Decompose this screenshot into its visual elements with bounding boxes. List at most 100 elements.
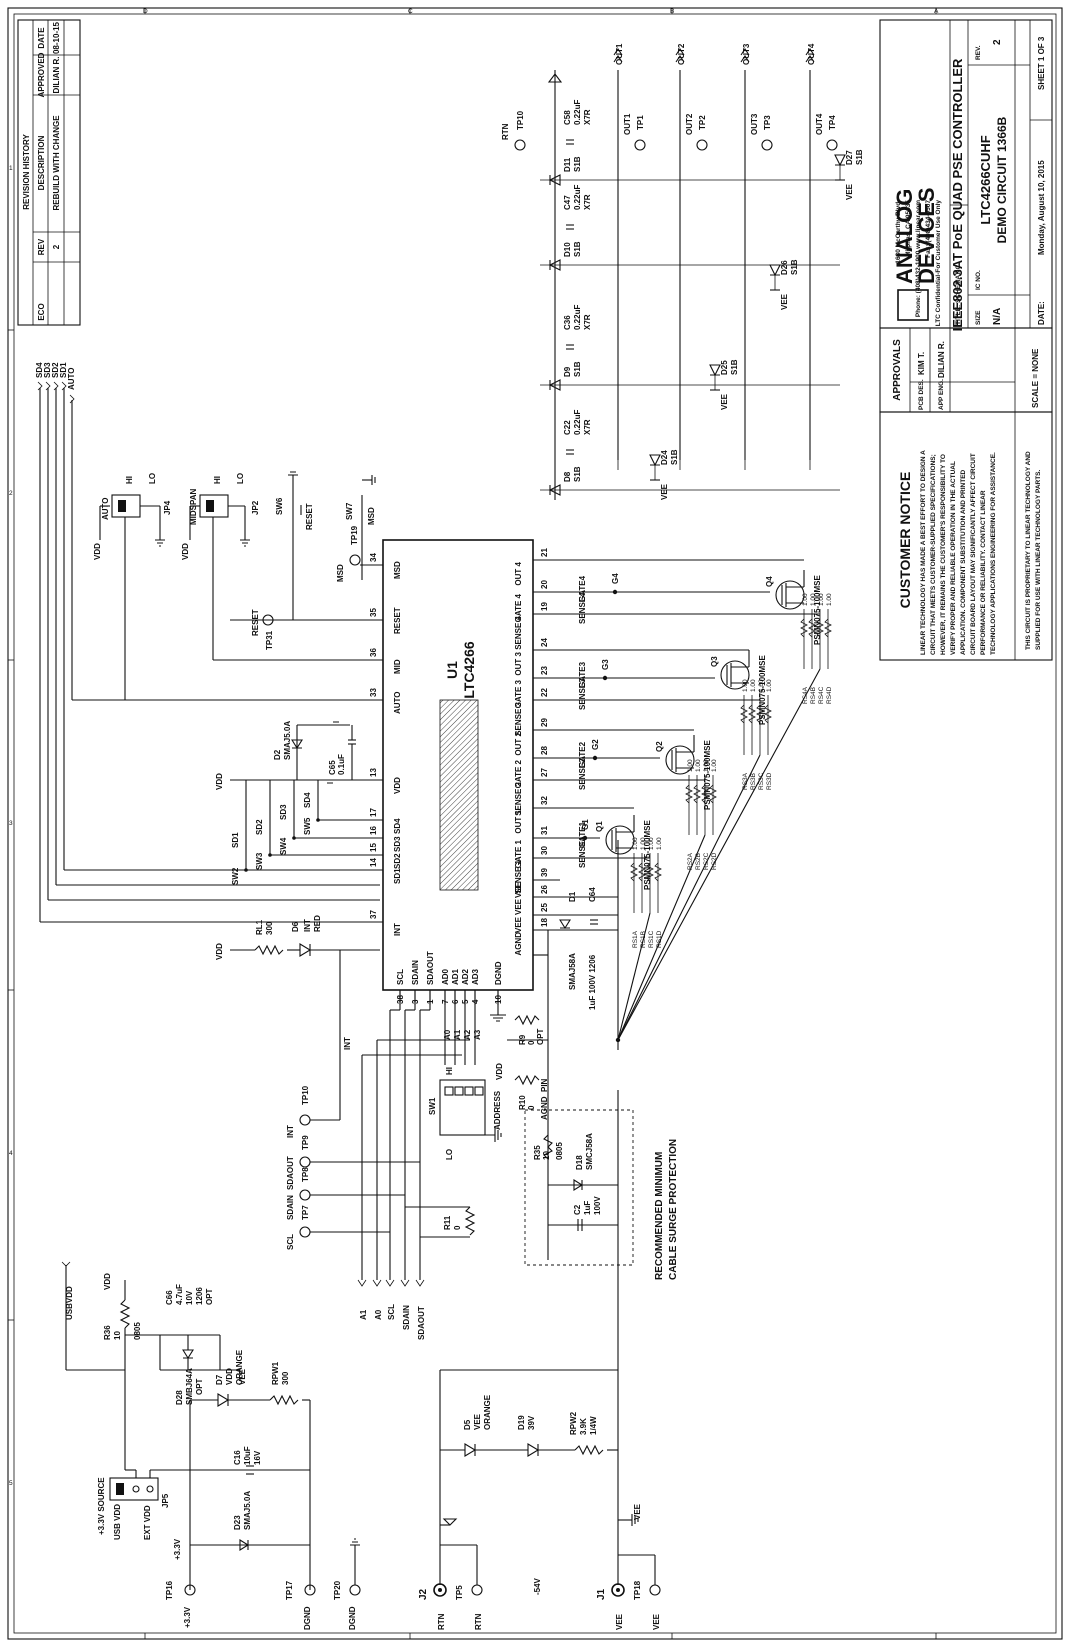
output-label: OUT3 (742, 43, 751, 65)
d2-ref: D2 (273, 749, 282, 760)
zone-mark: 2 (9, 490, 13, 497)
r36-vdd: VDD (103, 1273, 112, 1290)
title-label: TITLE: SCHEMATIC (955, 265, 962, 325)
sense-resistor-val: 1.00 (810, 593, 817, 606)
sense-resistor-network: SENSE4RS4A1.00RS4B1.00RS4C1.00RS4D1.00SE… (560, 592, 833, 1043)
rpw1-ref: RPW1 (271, 1361, 280, 1385)
jp2-vdd: VDD (181, 543, 190, 560)
mosfet-ref: Q3 (710, 656, 719, 667)
approvals-title: APPROVALS (892, 339, 903, 401)
net-a2: A2 (463, 1029, 472, 1040)
sw1-ref: SW1 (428, 1097, 437, 1115)
sense-resistor-ref: RS1C (648, 930, 655, 948)
rtn-diode-ref: D9 (563, 366, 572, 377)
c65-ref: C65 (328, 760, 337, 775)
u1-pin-number: 18 (540, 918, 549, 927)
u1-pin-name: MID (393, 659, 402, 674)
d7-color: ORANGE (235, 1349, 244, 1385)
c66-ref: C66 (165, 1290, 174, 1305)
tp20-pad (349, 1584, 361, 1596)
sense-net-label: SENSE4 (578, 592, 587, 624)
u1-pin-name: VDD (393, 777, 402, 794)
sense-resistor-ref: RS4B (810, 687, 817, 704)
net-a1: A1 (453, 1029, 462, 1040)
c65-val: 0.1uF (337, 754, 346, 775)
sw1-lo: LO (445, 1149, 454, 1160)
tp7-label: TP8 (301, 1167, 310, 1182)
rev-header-eco: ECO (37, 303, 46, 320)
customer-notice-line: TECHNOLOGY APPLICATIONS ENGINEERING FOR … (990, 452, 997, 655)
u1-pin-number: 36 (369, 648, 378, 657)
out-cap-ref: C36 (563, 315, 572, 330)
mosfet-part: PSMN075-100MSE (643, 820, 652, 890)
sw2-ref: SW2 (231, 867, 240, 885)
bus-a1: A1 (359, 1309, 368, 1320)
zone-marks: D C B A 1 2 3 4 5 (9, 8, 939, 1487)
bus-sdaout: SDAOUT (417, 1306, 426, 1340)
sw1-hi: HI (445, 1067, 454, 1075)
sense-resistor-val: 1.00 (711, 759, 718, 772)
out-cap-type: X7R (583, 314, 592, 330)
u1-pin-number: 33 (369, 688, 378, 697)
sense-resistor-val: 1.00 (703, 759, 710, 772)
vee-diode-ref: D26 (780, 260, 789, 275)
date-value: Monday, August 10, 2015 (1037, 160, 1046, 255)
d6-ref: D6 (291, 921, 300, 932)
u1-pin-name: VEE (514, 898, 523, 915)
d6-color: RED (313, 915, 322, 932)
u1-pin-number: 22 (540, 688, 549, 697)
u1-pin-name: SENSE 1 (514, 859, 523, 893)
tp9-label: TP10 (301, 1085, 310, 1105)
sense-resistor-val: 1.00 (826, 593, 833, 606)
sense-resistor-val: 1.00 (758, 679, 765, 692)
vee-diode-ref: D27 (845, 150, 854, 165)
tp16-pad (184, 1584, 196, 1596)
u1-pin-name: SCL (396, 969, 405, 985)
j1-ref: J1 (596, 1588, 607, 1600)
sense-net-label: SENSE2 (578, 758, 587, 790)
u1-ref: U1 (444, 661, 460, 679)
sense-resistor-ref: RS4C (818, 686, 825, 704)
company-name: ANALOG (892, 189, 917, 284)
approval-name-2: DILIAN R. (937, 341, 946, 378)
c2-ref: C2 (573, 1204, 582, 1215)
rev-row-date: 08-10-15 (52, 21, 61, 54)
int-led-circuit: VDD RL1 300 D6 INT RED INT (215, 915, 380, 1120)
tp8-pad (299, 1156, 311, 1168)
usb-power: USBVDD VDD R36 10 0805 C66 4.7uF 10V 120… (61, 1261, 361, 1630)
revision-history-title: REVISION HISTORY (22, 134, 31, 210)
size-label: SIZE (975, 310, 982, 325)
output-tp-label: TP2 (698, 115, 707, 130)
u1-pin-name: MSD (393, 561, 402, 579)
bus-sdain: SDAIN (402, 1305, 411, 1330)
vee-diode-val: S1B (855, 149, 864, 165)
approval-role-1: PCB DES. (918, 379, 925, 410)
u1-pin-number: 39 (540, 868, 549, 877)
net-a0: A0 (443, 1029, 452, 1040)
r10-val: 0 (527, 1105, 536, 1110)
sw-sd2: SD2 (255, 819, 264, 835)
notice-footer-2: SUPPLIED FOR USE WITH LINEAR TECHNOLOGY … (1035, 469, 1042, 650)
rpw2-pwr: 1/4W (589, 1416, 598, 1435)
tp17-net: DGND (303, 1606, 312, 1630)
tp20-net: DGND (348, 1606, 357, 1630)
vdd-label-ic: VDD (215, 773, 224, 790)
sense-resistor-ref: RS2D (711, 852, 718, 870)
gate-net-label: GATE3 (578, 661, 587, 688)
ic-no-label: IC NO. (975, 270, 982, 290)
sense-resistor-ref: RS4D (826, 686, 833, 704)
jp4-hi: HI (125, 476, 134, 484)
jp2-lo: LO (236, 473, 245, 484)
u1-pin-number: 17 (369, 808, 378, 817)
vee-diode-net: VEE (780, 293, 789, 310)
surge-protection: R35 10 0805 D18 SMCJ58A C2 1uF 100V RECO… (524, 1090, 679, 1280)
u1-pin-name: SENSE 2 (514, 781, 523, 815)
tp9-int: INT (286, 1125, 295, 1138)
u1-pin-number: 16 (369, 826, 378, 835)
output-tp-net: OUT3 (750, 113, 759, 135)
zone-mark: 4 (9, 1150, 13, 1157)
d18-val: SMCJ58A (585, 1133, 594, 1170)
